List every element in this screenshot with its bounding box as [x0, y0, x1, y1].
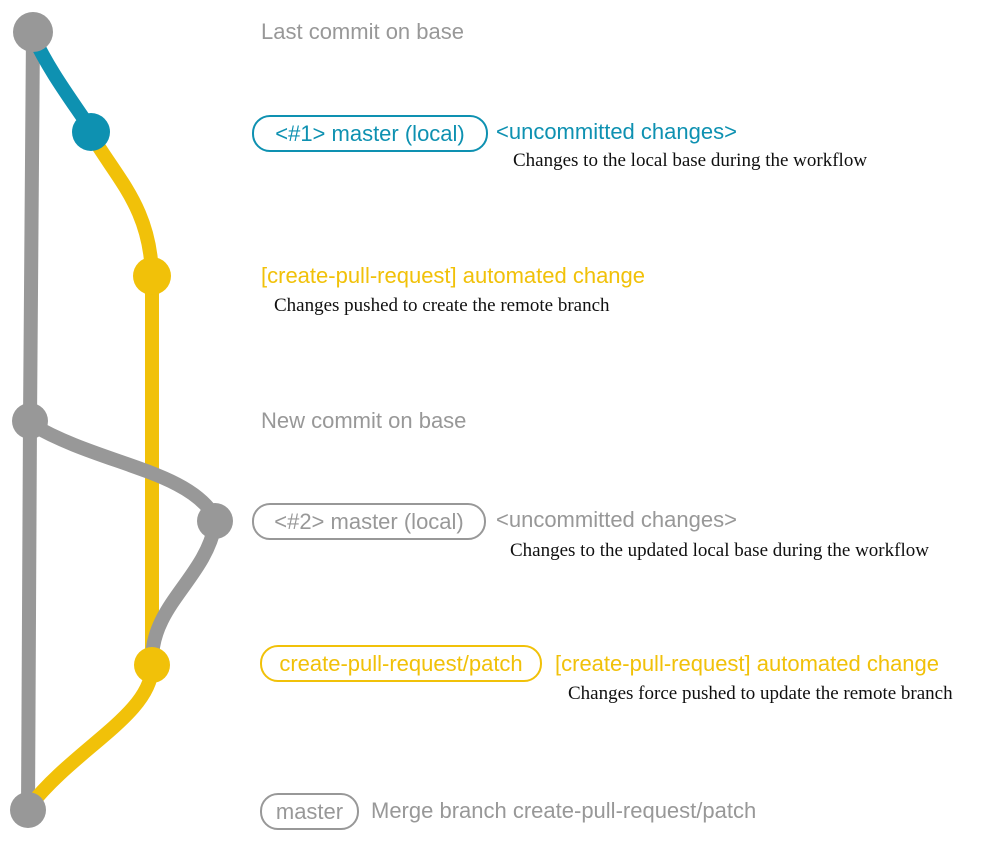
branch-label-master-text: master — [275, 798, 344, 824]
branch-label-master-local-2: <#2> master (local) — [252, 503, 486, 540]
message-automated-change-2: [create-pull-request] automated change — [555, 650, 940, 676]
branch-label-create-pull-request-patch-text: create-pull-request/patch — [279, 650, 523, 676]
branch-label-master-local-1: <#1> master (local) — [252, 115, 488, 152]
branch-label-master-local-2-text: <#2> master (local) — [274, 508, 464, 534]
note-local-base-changes-2: Changes to the updated local base during… — [510, 540, 929, 561]
commit-dot-pr-1 — [133, 257, 171, 295]
commit-dot-local-2 — [197, 503, 233, 539]
message-new-commit-on-base: New commit on base — [261, 407, 467, 433]
base-to-local2-edge — [27, 417, 223, 523]
local2-to-patch-edge — [145, 523, 222, 661]
commit-dot-last-base — [13, 12, 53, 52]
commit-dot-local-1 — [72, 113, 110, 151]
commit-dot-new-base — [12, 403, 48, 439]
note-changes-pushed: Changes pushed to create the remote bran… — [274, 295, 610, 316]
message-uncommitted-changes-1: <uncommitted changes> — [496, 118, 737, 144]
branch-label-create-pull-request-patch: create-pull-request/patch — [260, 645, 542, 682]
message-merge-branch: Merge branch create-pull-request/patch — [371, 797, 757, 823]
message-uncommitted-changes-2: <uncommitted changes> — [496, 506, 737, 532]
pr-branch-line — [85, 132, 159, 665]
note-changes-force-pushed: Changes force pushed to update the remot… — [568, 683, 953, 704]
patch-merge-edge — [23, 667, 159, 812]
note-local-base-changes-1: Changes to the local base during the wor… — [513, 150, 868, 171]
branch-label-master-local-1-text: <#1> master (local) — [275, 120, 465, 146]
commit-dot-pr-2 — [134, 647, 170, 683]
message-last-commit-on-base: Last commit on base — [261, 18, 464, 44]
branch-label-master: master — [260, 793, 359, 830]
commit-dot-merge — [10, 792, 46, 828]
message-automated-change-1: [create-pull-request] automated change — [261, 262, 646, 288]
